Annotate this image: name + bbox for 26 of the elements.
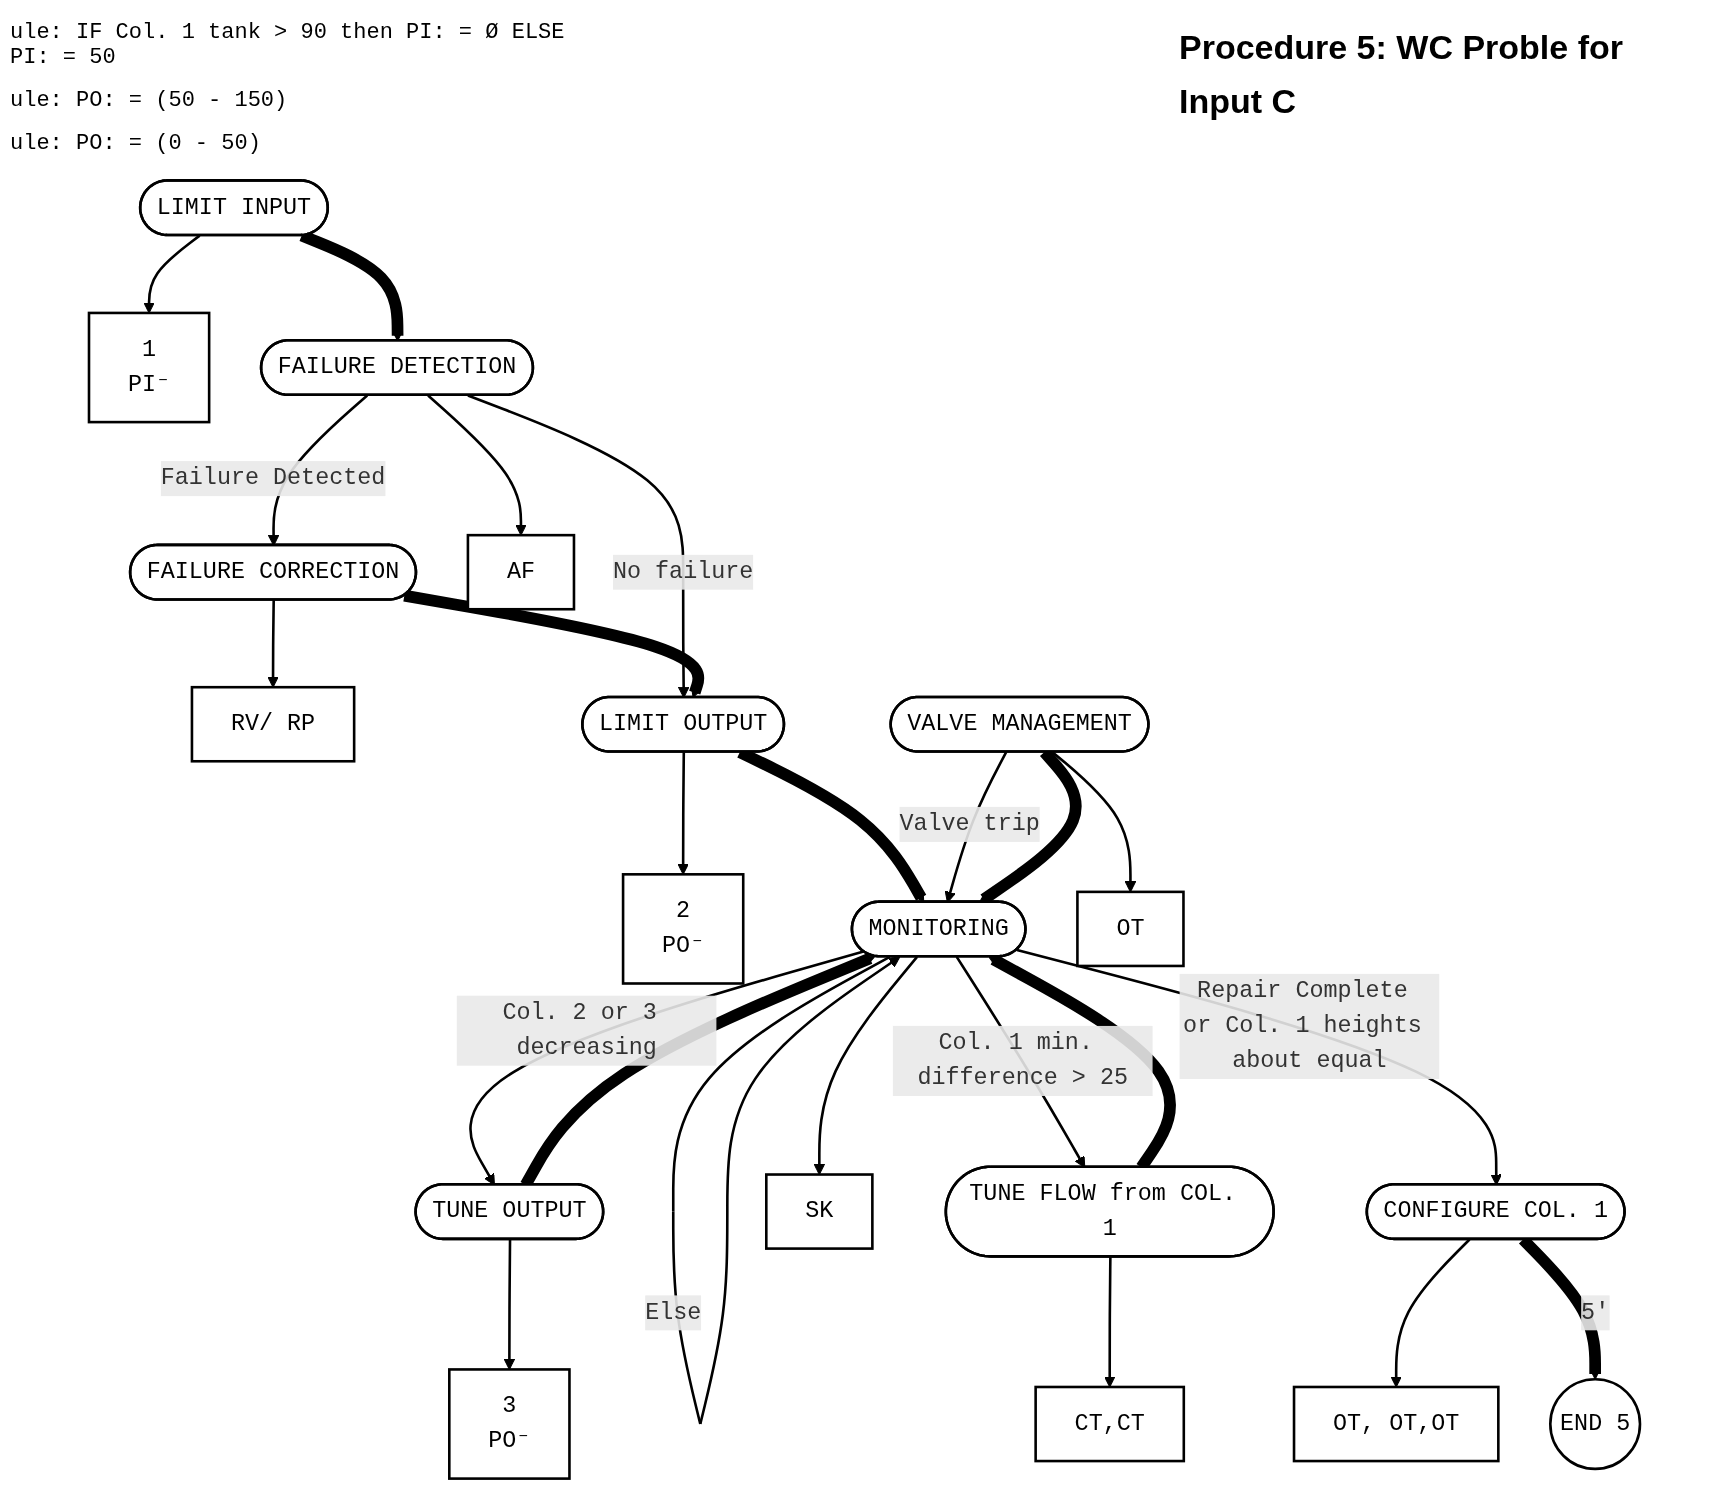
edge-label: Repair Complete or Col. 1 heights about equal [1183, 977, 1422, 1074]
node-box: AF [466, 533, 576, 611]
node-box: OT [1076, 890, 1185, 968]
title: Procedure 5: WC Proble for Input C [1179, 27, 1624, 123]
node-box: 2 PO⁻ [621, 873, 745, 985]
edge-label: Col. 2 or 3 decreasing [502, 999, 657, 1061]
node-box: CT,CT [1034, 1385, 1186, 1463]
edge-label: Failure Detected [160, 464, 386, 491]
arrow [267, 600, 279, 688]
node-box: 1 PI⁻ [87, 311, 211, 424]
node-circle: END 5 [1549, 1377, 1642, 1471]
edge-label: Else [645, 1299, 702, 1326]
arrow [503, 1239, 516, 1370]
node-box: OT, OT,OT [1292, 1385, 1500, 1463]
node-box: 3 PO⁻ [448, 1368, 571, 1480]
node-box: RV/ RP [190, 685, 356, 763]
edge-label: Col. 1 min. difference > 25 [917, 1029, 1129, 1091]
edge-label: 5' [1581, 1299, 1610, 1326]
rule-note: ule: PO: = (0 - 50) [10, 131, 262, 156]
edge-label: Valve trip [899, 810, 1040, 837]
edge-label: No failure [612, 558, 754, 585]
rule-note: ule: PO: = (50 - 150) [10, 88, 289, 113]
arrow [677, 752, 689, 875]
rule-note: ule: IF Col. 1 tank > 90 then PI: = Ø ELSE PI: = 50 [10, 20, 566, 70]
arrow [427, 394, 527, 536]
node-box: SK [765, 1173, 874, 1250]
